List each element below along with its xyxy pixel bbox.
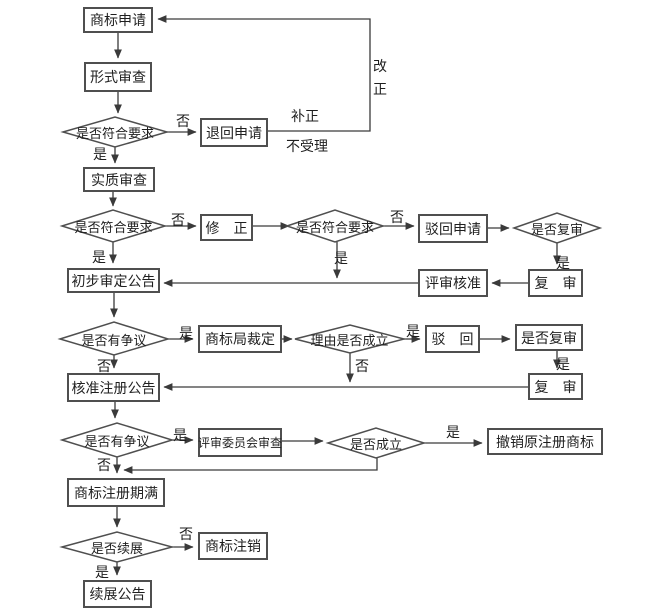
edge-label-no-renew: 否: [179, 526, 193, 542]
node-renewal-announcement: 续展公告: [83, 580, 152, 608]
node-return-application: 退回申请: [200, 118, 268, 147]
edge-label-rectification: 改正: [373, 58, 387, 98]
node-rejection: 驳 回: [425, 325, 480, 353]
edge-label-yes-renew: 是: [95, 564, 109, 580]
edge-label-yes-check3: 是: [334, 250, 348, 266]
node-whether-reexamine-1: 是否复审: [530, 221, 583, 237]
node-meets-requirements-2: 是否符合要求: [74, 219, 153, 235]
node-dispute-1: 是否有争议: [81, 332, 147, 348]
node-review-approval: 评审核准: [418, 269, 488, 297]
node-reason-valid: 理由是否成立: [310, 332, 389, 348]
node-amendment: 修 正: [200, 214, 253, 241]
edge-label-no-dispute1: 否: [97, 358, 111, 374]
node-review-committee-examination: 评审委员会审查: [198, 428, 282, 457]
node-trademark-cancellation: 商标注销: [198, 532, 268, 560]
node-trademark-office-ruling: 商标局裁定: [198, 325, 282, 353]
edge-label-yes-valid: 是: [446, 424, 460, 440]
node-reject-application: 驳回申请: [418, 214, 488, 243]
node-preliminary-approval-announcement: 初步审定公告: [67, 268, 160, 293]
edge-label-yes-check2: 是: [92, 249, 106, 265]
edge-label-correction: 补正: [291, 108, 319, 124]
edge-label-no-reason: 否: [355, 358, 369, 374]
node-reexamination-1: 复 审: [528, 269, 583, 297]
node-whether-valid: 是否成立: [349, 436, 402, 452]
diamond-dispute-2: [59, 422, 175, 458]
node-meets-requirements-1: 是否符合要求: [75, 125, 154, 141]
edge-label-no-dispute2: 否: [97, 457, 111, 473]
node-meets-requirements-3: 是否符合要求: [295, 219, 374, 235]
edge-label-yes-check1: 是: [93, 146, 107, 162]
diamond-meets-requirements-2: [59, 209, 168, 243]
diamond-whether-reexamine-1: [511, 212, 603, 244]
diamond-whether-renew: [59, 531, 175, 563]
node-reexamination-2: 复 审: [528, 373, 583, 400]
node-approved-registration-announcement: 核准注册公告: [67, 373, 160, 402]
edge-valid-return: [123, 458, 378, 474]
node-revoke-original-trademark: 撤销原注册商标: [487, 428, 603, 455]
edge-label-yes-reexamine1: 是: [556, 255, 570, 271]
node-whether-renew: 是否续展: [90, 540, 143, 556]
diamond-meets-requirements-1: [60, 116, 170, 148]
node-substantive-examination: 实质审查: [83, 167, 155, 192]
edge-label-not-accepted: 不受理: [286, 138, 328, 154]
edge-label-yes-dispute2: 是: [173, 427, 187, 443]
diamond-whether-valid: [325, 427, 427, 459]
diamond-meets-requirements-3: [284, 209, 386, 243]
node-trademark-application: 商标申请: [83, 7, 153, 33]
edge-label-no-check1: 否: [176, 113, 190, 129]
node-formal-examination: 形式审查: [84, 62, 152, 92]
node-whether-reexamine-2: 是否复审: [515, 324, 583, 351]
edge-label-yes-reason: 是: [406, 323, 420, 339]
edge-return-feedback: [157, 15, 371, 132]
edge-label-no-check3: 否: [390, 209, 404, 225]
edge-label-yes-reexamine2: 是: [556, 356, 570, 372]
diamond-reason-valid: [294, 324, 407, 354]
edge-label-yes-dispute1: 是: [179, 325, 193, 341]
edge-label-no-check2: 否: [171, 212, 185, 228]
node-dispute-2: 是否有争议: [84, 433, 150, 449]
node-registration-expiry: 商标注册期满: [67, 478, 165, 507]
diamond-dispute-1: [57, 321, 171, 356]
